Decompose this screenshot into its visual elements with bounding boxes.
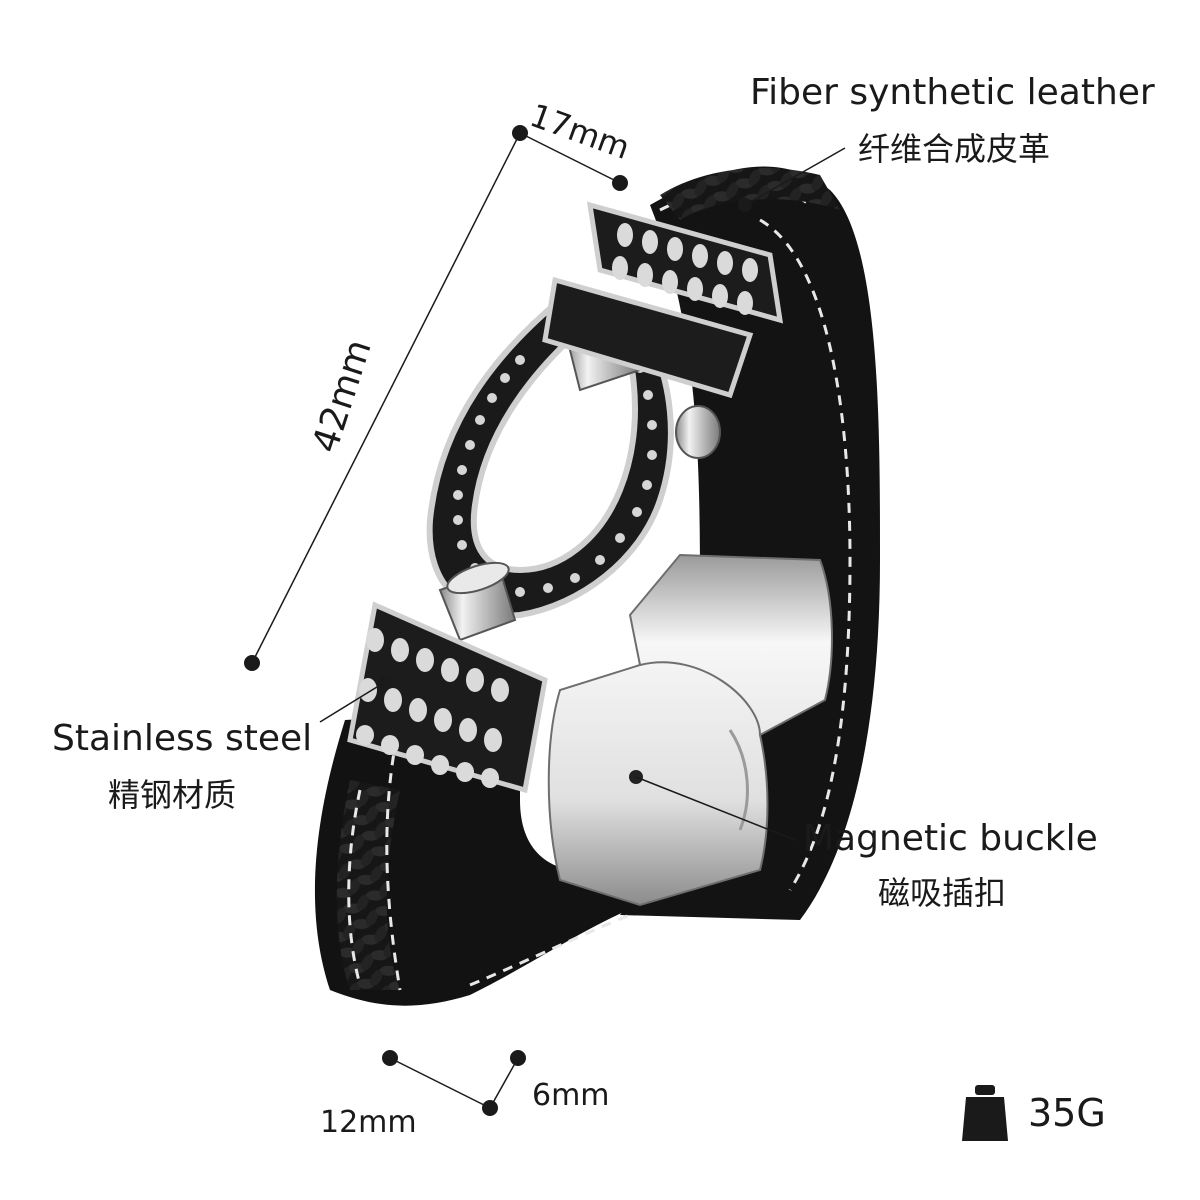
weight-value: 35G — [1028, 1091, 1106, 1135]
buckle-label-en: Magnetic buckle — [803, 818, 1098, 859]
top-end-cap — [542, 201, 784, 399]
buckle-label-cn: 磁吸插扣 — [878, 874, 1007, 912]
callout-steel — [319, 675, 392, 723]
leather-band — [314, 166, 880, 1006]
dimension-label-12mm: 12mm — [320, 1105, 417, 1140]
steel-label-cn: 精钢材质 — [108, 776, 237, 814]
dimension-17mm — [512, 125, 628, 191]
fiber-label-en: Fiber synthetic leather — [750, 72, 1155, 113]
weight-icon — [962, 1085, 1008, 1141]
bottom-end-cap — [347, 601, 548, 794]
weight-indicator: 35G — [960, 1078, 1110, 1148]
dimension-label-6mm: 6mm — [532, 1078, 610, 1113]
dimension-42mm — [244, 132, 521, 671]
dimension-6mm — [489, 1050, 526, 1109]
steel-label-en: Stainless steel — [52, 718, 313, 759]
fiber-label-cn: 纤维合成皮革 — [858, 130, 1051, 168]
callout-buckle — [635, 776, 796, 841]
callout-fiber — [738, 147, 846, 212]
